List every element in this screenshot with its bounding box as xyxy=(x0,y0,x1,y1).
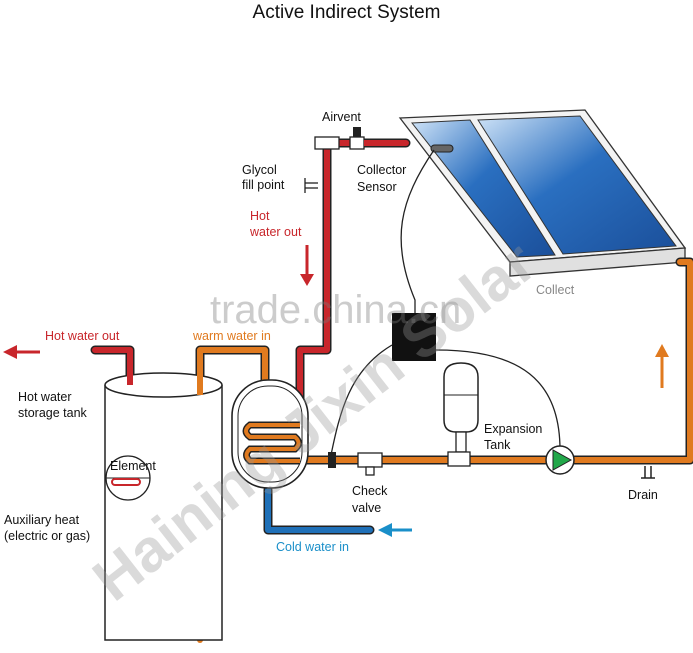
sensor-wire-collector xyxy=(400,149,435,313)
hot-water-storage-tank xyxy=(104,350,223,641)
solar-collector xyxy=(398,109,687,277)
glycol-label-line1: Glycol xyxy=(242,163,277,177)
aux-heat-label-line1: Auxiliary heat xyxy=(4,513,80,527)
diagram-title: Active Indirect System xyxy=(252,2,441,23)
drain-fitting xyxy=(641,466,655,479)
glycol-label-line2: fill point xyxy=(242,178,285,192)
pump xyxy=(545,445,575,475)
expansion-tank-label-line2: Tank xyxy=(484,438,511,452)
arrow-hot-out-left xyxy=(3,345,40,359)
airvent-label: Airvent xyxy=(322,110,361,124)
sensor-wire-tank xyxy=(329,344,393,461)
hot-water-out-pipe-label-line2: water out xyxy=(250,225,302,239)
storage-tank-label-line2: storage tank xyxy=(18,406,87,420)
drain-label: Drain xyxy=(628,488,658,502)
element-label: Element xyxy=(110,459,156,473)
airvent xyxy=(314,127,406,150)
collector-label-partial: Collect xyxy=(536,283,575,297)
collector-sensor-label-line2: Sensor xyxy=(357,180,397,194)
pump-wire xyxy=(435,349,561,451)
hot-water-out-pipe-label-line1: Hot xyxy=(250,209,270,223)
storage-tank-label-line1: Hot water xyxy=(18,390,72,404)
controller-box xyxy=(392,313,436,361)
expansion-tank-label-line1: Expansion xyxy=(484,422,543,436)
glycol-fill-point xyxy=(304,178,318,193)
hot-water-out-label: Hot water out xyxy=(45,329,120,343)
collector-sensor-label-line1: Collector xyxy=(357,163,407,177)
element-heater-icon xyxy=(111,478,141,486)
heat-exchanger-tank xyxy=(231,379,309,489)
check-valve xyxy=(328,452,383,476)
cold-water-in-label: Cold water in xyxy=(276,540,349,554)
expansion-tank xyxy=(443,362,479,467)
arrow-warm-up xyxy=(655,344,669,388)
aux-heat-label-line2: (electric or gas) xyxy=(4,529,91,543)
check-valve-label-line1: Check xyxy=(352,484,388,498)
warm-water-in-label: warm water in xyxy=(193,329,271,343)
arrow-cold-left xyxy=(378,523,412,537)
check-valve-label-line2: valve xyxy=(352,501,382,515)
arrow-hot-down xyxy=(300,245,314,286)
pipes xyxy=(90,138,693,643)
collector-sensor-probe xyxy=(430,144,454,153)
